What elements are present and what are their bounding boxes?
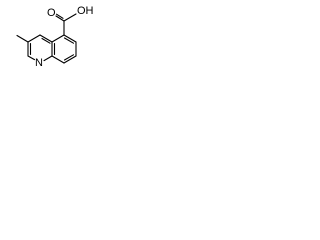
chemical-structure-diagram: N OH O	[16, 5, 94, 69]
bond-carbonyl-outer	[55, 15, 65, 22]
bond-c5-c6	[63, 34, 77, 43]
bond-c4a-c5	[51, 34, 65, 43]
bond-methyl	[16, 34, 29, 43]
bond-c2-c3	[27, 34, 41, 43]
nitrogen-label: N	[35, 57, 43, 69]
bond-c5-c6-inner	[63, 37, 75, 44]
structure-canvas: N OH O	[0, 0, 126, 78]
bond-c-oh	[63, 13, 77, 22]
bond-c7-c8	[63, 55, 77, 64]
bond-c7-c8-inner	[63, 54, 75, 61]
carboxylic-acid-group	[55, 13, 77, 36]
bond-c8a-n1	[43, 55, 53, 62]
hydroxyl-label: OH	[77, 5, 94, 17]
bond-c3-c4-inner	[41, 37, 51, 44]
bond-carbonyl-inner	[55, 13, 64, 19]
bond-n1-c2	[27, 55, 36, 61]
benzene-ring	[51, 34, 77, 64]
carbonyl-oxygen-label: O	[47, 7, 56, 19]
bond-c3-c4	[39, 34, 53, 43]
pyridine-ring	[27, 34, 53, 62]
bond-c8-c8a	[51, 55, 65, 64]
